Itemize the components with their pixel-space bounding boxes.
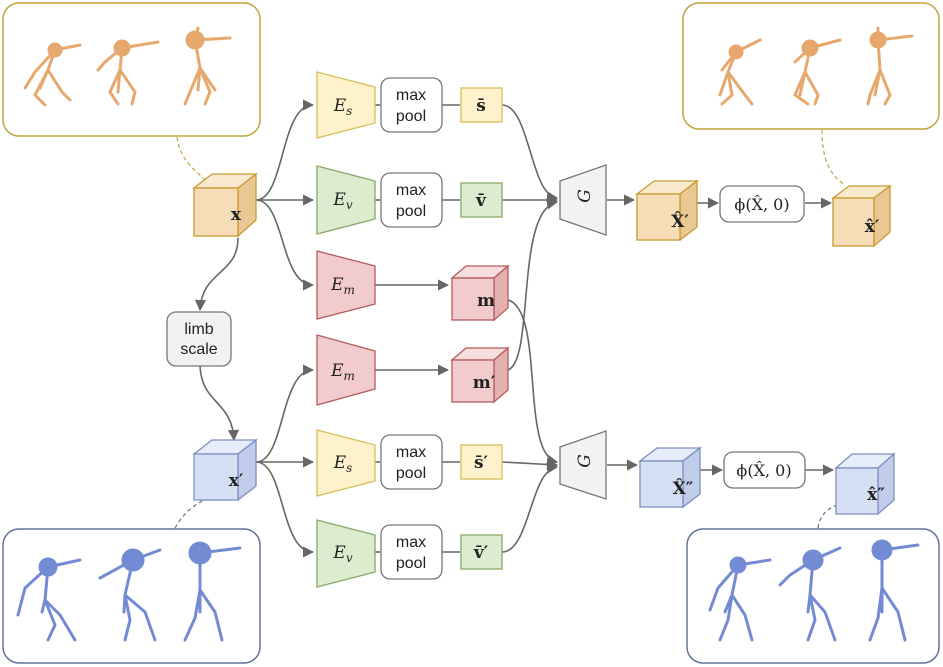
svg-text:Ev: Ev	[332, 543, 352, 565]
edge-sbar2-to-g2	[501, 458, 559, 471]
input-label-x: x	[231, 205, 242, 225]
svg-text:max: max	[396, 534, 426, 551]
encoder-ev-bottom: Ev	[316, 519, 376, 588]
input-cube-x: x	[192, 172, 258, 238]
edge-mprime-to-g	[507, 198, 559, 371]
max-pool-box-2: max pool	[380, 172, 443, 228]
encoder-es-bottom: Es	[316, 429, 376, 497]
svg-text:m: m	[477, 291, 495, 311]
svg-text:v̄′: v̄′	[473, 543, 489, 563]
encoder-es-top: Es	[316, 71, 376, 139]
svg-text:max: max	[396, 182, 426, 199]
svg-text:Ev: Ev	[332, 190, 352, 212]
max-pool-box-3: max pool	[380, 434, 443, 490]
latent-s-bar-prime: s̄′	[460, 444, 503, 480]
latent-s-bar: s̄	[460, 87, 503, 123]
svg-text:Es: Es	[333, 96, 353, 118]
svg-text:x̂′: x̂′	[865, 217, 880, 237]
edge-x-to-es	[255, 99, 315, 201]
svg-text:G: G	[575, 189, 595, 203]
edge-x-to-em	[255, 199, 315, 291]
svg-text:pool: pool	[396, 108, 426, 125]
projection-box-bottom: ϕ(X̂, 0)	[723, 451, 806, 489]
svg-text:pool: pool	[396, 465, 426, 482]
edge-vbar2-to-g2	[501, 462, 559, 553]
output-cube-x-hat-prime: x̂′	[831, 184, 892, 248]
svg-text:ϕ(X̂, 0): ϕ(X̂, 0)	[734, 195, 789, 214]
limb-scale-box: limb scale	[166, 311, 232, 367]
limb-scale-line2: scale	[180, 341, 217, 358]
svg-text:Em: Em	[330, 275, 355, 297]
latent-cube-m-prime: m′	[450, 346, 510, 404]
svg-text:pool: pool	[396, 555, 426, 572]
input-cube-x-prime: x′	[192, 438, 258, 502]
svg-text:max: max	[396, 87, 426, 104]
limb-scale-line1: limb	[184, 321, 213, 338]
svg-text:m′: m′	[473, 373, 496, 393]
skeleton-pose-icon	[708, 539, 920, 642]
edge-xprime-to-ev	[255, 461, 315, 558]
panel-bottom-right	[686, 528, 940, 664]
latent-v-bar-prime: v̄′	[460, 534, 503, 570]
svg-text:pool: pool	[396, 203, 426, 220]
skeleton-pose-icon	[23, 26, 232, 107]
svg-text:Es: Es	[333, 453, 353, 475]
svg-text:x̂″: x̂″	[867, 485, 885, 505]
decoder-g-bottom: G	[559, 430, 607, 500]
panel-top-right	[682, 2, 940, 130]
svg-text:ϕ(X̂, 0): ϕ(X̂, 0)	[736, 461, 791, 480]
edge-xprime-to-em	[255, 364, 315, 463]
output-cube-X-hat-prime: X̂′	[635, 179, 699, 242]
skeleton-pose-icon	[16, 541, 242, 642]
output-cube-X-hat-double-prime: X̂″	[638, 446, 702, 509]
svg-text:X̂″: X̂″	[673, 479, 694, 499]
leader-top-right	[821, 129, 846, 186]
latent-cube-m: m	[450, 264, 510, 322]
svg-text:G: G	[575, 454, 595, 468]
encoder-em-top: Em	[316, 250, 376, 320]
leader-bottom-left	[174, 495, 216, 529]
svg-text:v̄: v̄	[475, 191, 487, 211]
svg-text:s̄: s̄	[476, 96, 486, 116]
svg-text:s̄′: s̄′	[474, 453, 489, 473]
leader-top-left	[176, 136, 206, 181]
svg-text:X̂′: X̂′	[671, 212, 689, 232]
skeleton-pose-icon	[718, 26, 914, 106]
edge-m-to-g2	[507, 299, 559, 466]
input-label-x-prime: x′	[229, 471, 244, 491]
svg-text:Em: Em	[330, 361, 355, 383]
panel-bottom-left	[2, 528, 261, 664]
edge-sbar-to-g	[501, 104, 559, 203]
latent-v-bar: v̄	[460, 182, 503, 218]
svg-text:max: max	[396, 444, 426, 461]
max-pool-box-1: max pool	[380, 77, 443, 133]
max-pool-box-4: max pool	[380, 524, 443, 580]
edges	[174, 99, 849, 558]
encoder-em-bottom: Em	[316, 334, 376, 406]
encoder-ev-top: Ev	[316, 165, 376, 235]
projection-box-top: ϕ(X̂, 0)	[719, 185, 805, 223]
panel-top-left	[2, 2, 261, 137]
edge-limbscale-to-xprime	[199, 365, 240, 442]
edge-x-to-limbscale	[194, 237, 239, 312]
decoder-g-top: G	[559, 164, 607, 236]
output-cube-x-hat-double-prime: x̂″	[834, 452, 896, 516]
